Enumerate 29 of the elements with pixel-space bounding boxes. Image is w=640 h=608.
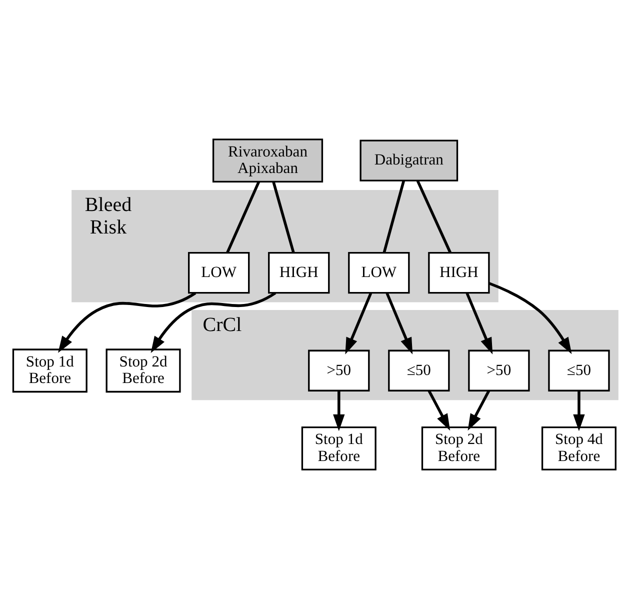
node-box: ≤50 bbox=[388, 349, 450, 391]
arrow bbox=[386, 292, 413, 354]
node-box: >50 bbox=[468, 349, 530, 391]
arrow bbox=[428, 390, 450, 430]
node-box: >50 bbox=[308, 349, 370, 391]
node-box: HIGH bbox=[428, 251, 490, 294]
node-box: LOW bbox=[188, 251, 250, 294]
connector bbox=[226, 180, 260, 253]
node-box: Stop 2d Before bbox=[421, 426, 496, 470]
node-box: ≤50 bbox=[548, 349, 610, 391]
node-box: Stop 2d Before bbox=[106, 348, 181, 392]
node-box: HIGH bbox=[268, 251, 330, 294]
connector bbox=[416, 180, 452, 253]
connector bbox=[272, 180, 295, 253]
arrow bbox=[488, 282, 572, 354]
node-box: Stop 4d Before bbox=[541, 426, 616, 470]
node-box: Stop 1d Before bbox=[12, 348, 88, 392]
node-box: Dabigatran bbox=[360, 139, 458, 181]
node-box: LOW bbox=[348, 251, 410, 294]
arrow bbox=[58, 291, 196, 352]
arrow bbox=[345, 292, 372, 354]
node-box: Stop 1d Before bbox=[301, 426, 376, 470]
connector bbox=[382, 180, 406, 253]
arrow bbox=[468, 390, 490, 430]
node-box: Rivaroxaban Apixaban bbox=[212, 138, 324, 182]
arrow bbox=[333, 390, 345, 431]
arrow bbox=[466, 292, 493, 354]
arrow bbox=[573, 390, 585, 431]
arrow bbox=[150, 291, 276, 353]
